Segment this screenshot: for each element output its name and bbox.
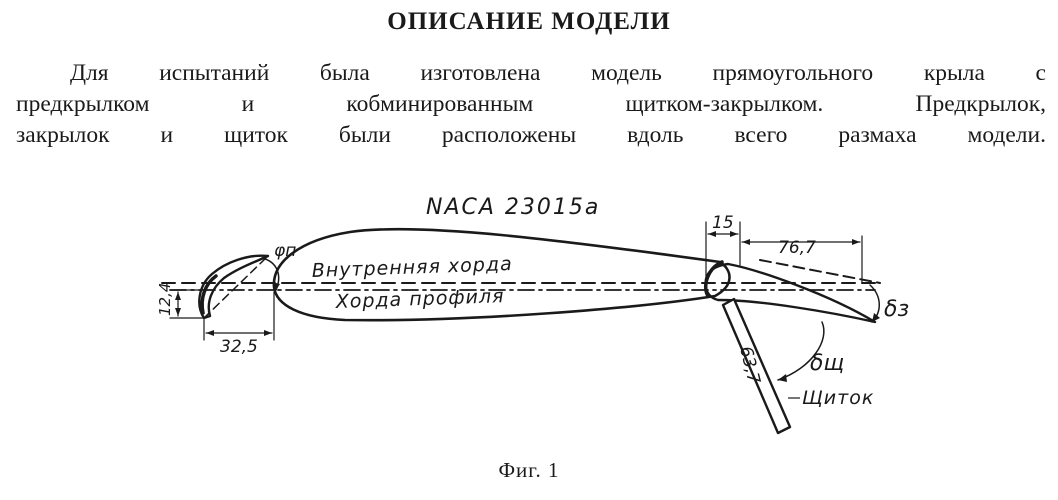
slat-offset-label: 32,5 — [220, 337, 258, 357]
airfoil-outline — [272, 227, 731, 322]
shield-plate — [721, 297, 792, 435]
page-title: ОПИСАНИЕ МОДЕЛИ — [387, 8, 671, 35]
profile-chord-label: Хорда профиля — [334, 285, 504, 313]
slat-outline — [198, 254, 270, 320]
shield-length-label: 63,7 — [735, 344, 764, 386]
paragraph-line-2: предкрылком и кобминированным щитком-зак… — [16, 91, 1046, 117]
flap-nose — [703, 260, 724, 298]
shield-angle-label: δщ — [810, 351, 844, 376]
model-description-paragraph: Для испытаний была изготовлена модель пр… — [16, 58, 1046, 151]
inner-chord-label: Внутренняя хорда — [311, 253, 513, 282]
shield-angle-arc — [777, 321, 825, 381]
figure-caption: Фиг. 1 — [498, 458, 560, 482]
flap-chord-label: 76,7 — [778, 238, 816, 258]
paragraph-line-3: закрылок и щиток были расположены вдоль … — [16, 122, 1046, 148]
flap-angle-label: δз — [884, 297, 909, 322]
slat-angle-label: φп — [274, 241, 296, 261]
flap-neutral-line — [759, 259, 881, 284]
shield-label: Щиток — [802, 387, 874, 409]
paragraph-line-1: Для испытаний была изготовлена модель пр… — [70, 60, 1046, 86]
flap-gap-label: 15 — [712, 213, 734, 233]
profile-name-label: NACA 23015a — [426, 195, 600, 220]
flap-outline — [704, 262, 877, 324]
slat-height-label: 12,4 — [156, 283, 174, 316]
slat-chord-line — [203, 255, 269, 319]
slat-inner-edge — [200, 274, 218, 315]
